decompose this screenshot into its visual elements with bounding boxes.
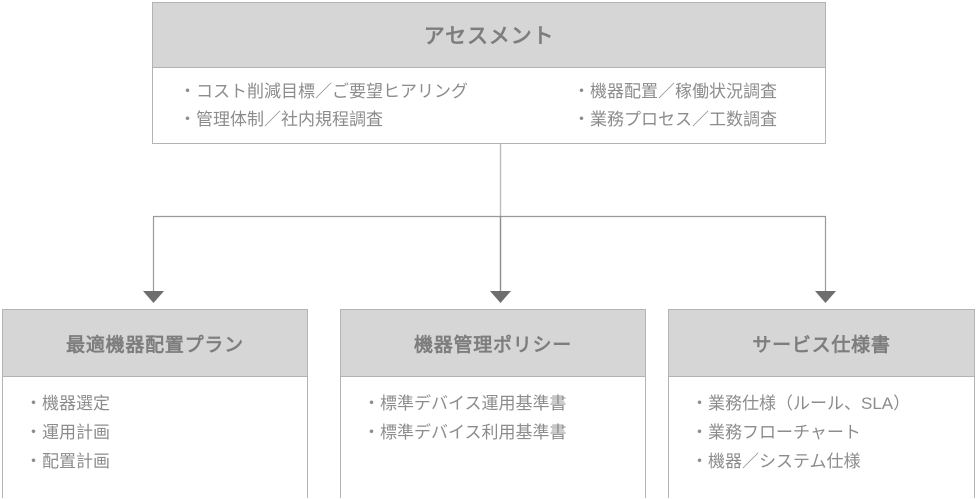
- list-item: ・標準デバイス運用基準書: [363, 394, 567, 413]
- arrowhead-left: [143, 291, 164, 303]
- list-item: ・運用計画: [25, 423, 110, 442]
- list-item: ・コスト削減目標／ご要望ヒアリング: [179, 82, 468, 101]
- node-service-specification-body: ・業務仕様（ルール、SLA） ・業務フローチャート ・機器／システム仕様: [669, 377, 974, 498]
- list-item: ・機器／システム仕様: [691, 452, 861, 471]
- list-item: ・配置計画: [25, 452, 110, 471]
- list-item: ・機器配置／稼働状況調査: [573, 82, 777, 101]
- node-assessment: アセスメント ・コスト削減目標／ご要望ヒアリング ・管理体制／社内規程調査 ・機…: [152, 2, 826, 144]
- node-optimal-device-plan-body: ・機器選定 ・運用計画 ・配置計画: [3, 377, 307, 498]
- node-device-management-policy-title: 機器管理ポリシー: [341, 310, 645, 377]
- list-item: ・業務プロセス／工数調査: [573, 110, 777, 129]
- node-device-management-policy: 機器管理ポリシー ・標準デバイス運用基準書 ・標準デバイス利用基準書: [340, 309, 646, 498]
- node-optimal-device-plan-title: 最適機器配置プラン: [3, 310, 307, 377]
- list-item: ・標準デバイス利用基準書: [363, 423, 567, 442]
- list-item: ・管理体制／社内規程調査: [179, 110, 383, 129]
- node-assessment-column-1: ・コスト削減目標／ご要望ヒアリング ・管理体制／社内規程調査: [153, 79, 551, 143]
- list-item: ・業務フローチャート: [691, 423, 861, 442]
- node-assessment-column-2: ・機器配置／稼働状況調査 ・業務プロセス／工数調査: [551, 79, 777, 143]
- node-optimal-device-plan: 最適機器配置プラン ・機器選定 ・運用計画 ・配置計画: [2, 309, 308, 498]
- list-item: ・機器選定: [25, 394, 110, 413]
- node-assessment-title: アセスメント: [153, 3, 825, 68]
- node-service-specification: サービス仕様書 ・業務仕様（ルール、SLA） ・業務フローチャート ・機器／シス…: [668, 309, 975, 498]
- node-assessment-body: ・コスト削減目標／ご要望ヒアリング ・管理体制／社内規程調査 ・機器配置／稼働状…: [153, 68, 825, 143]
- node-device-management-policy-body: ・標準デバイス運用基準書 ・標準デバイス利用基準書: [341, 377, 645, 498]
- arrowhead-right: [815, 291, 836, 303]
- list-item: ・業務仕様（ルール、SLA）: [691, 394, 911, 413]
- arrowhead-center: [490, 291, 511, 303]
- node-service-specification-title: サービス仕様書: [669, 310, 974, 377]
